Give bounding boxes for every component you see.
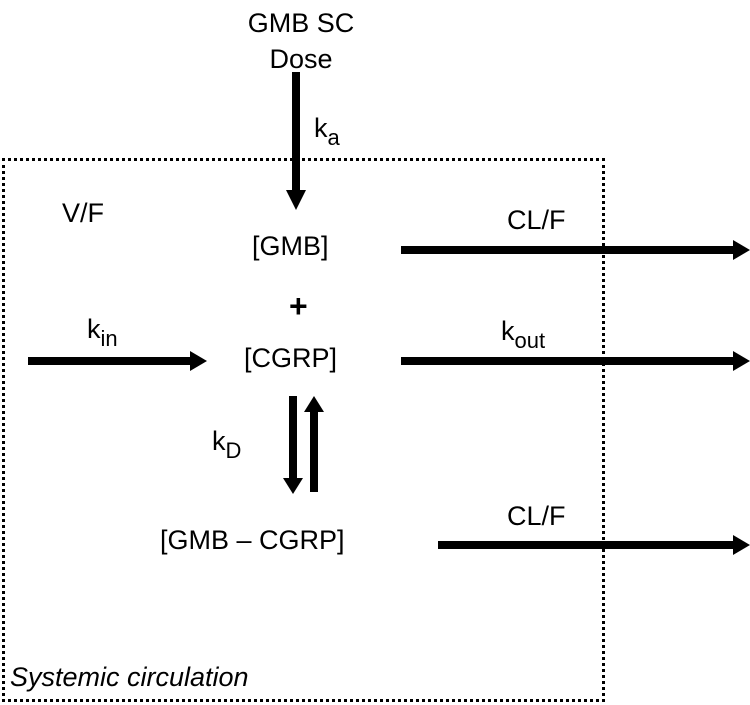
kout-arrow <box>401 351 750 371</box>
binding-down-arrow <box>283 396 303 494</box>
kd-subscript: D <box>225 438 242 463</box>
kout-main: k <box>501 316 515 346</box>
dose-arrow <box>286 72 306 210</box>
kout-subscript: out <box>514 328 546 353</box>
kin-arrow <box>28 351 207 371</box>
kin-label: kin <box>87 314 118 350</box>
dose-label-line2: Dose <box>269 44 333 74</box>
dissociation-up-arrow <box>304 396 324 492</box>
ka-label: ka <box>314 113 340 149</box>
complex-clearance-arrow <box>438 535 750 555</box>
gmb-species: [GMB] <box>252 231 329 261</box>
kin-main: k <box>87 314 101 344</box>
cgrp-species: [CGRP] <box>244 343 338 373</box>
compartment-label: Systemic circulation <box>10 662 249 692</box>
plus-sign: + <box>289 288 308 324</box>
kin-subscript: in <box>100 326 118 351</box>
kd-label: kD <box>212 426 241 462</box>
ka-subscript: a <box>327 125 340 150</box>
kd-main: k <box>212 426 226 456</box>
dose-label-line1: GMB SC <box>247 8 355 38</box>
kout-label: kout <box>501 316 545 352</box>
complex-species: [GMB – CGRP] <box>160 525 345 555</box>
volume-label: V/F <box>62 198 105 228</box>
ka-main: k <box>314 113 328 143</box>
dose-label: GMB SC Dose <box>221 5 381 77</box>
gmb-clearance-arrow <box>401 240 750 260</box>
systemic-circulation-compartment <box>2 158 605 702</box>
gmb-clearance-label: CL/F <box>507 205 566 235</box>
complex-clearance-label: CL/F <box>507 501 566 531</box>
